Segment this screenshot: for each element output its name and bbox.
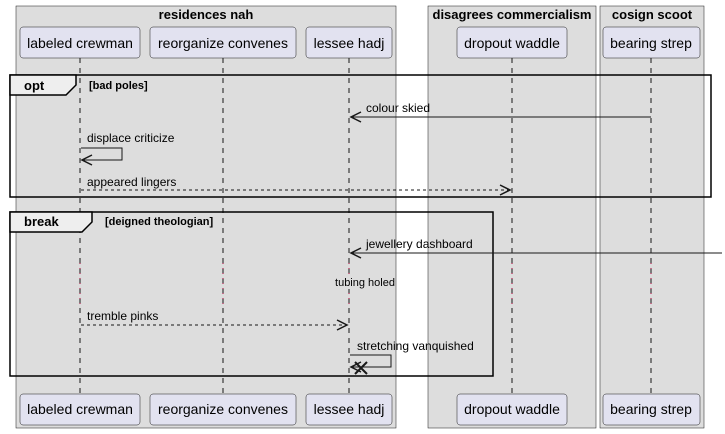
svg-text:bearing strep: bearing strep — [610, 35, 692, 51]
lifelines — [79, 58, 652, 394]
participant-labeled-crewman-footer: labeled crewman — [19, 393, 141, 426]
svg-text:lessee hadj: lessee hadj — [314, 35, 385, 51]
participant-reorganize-convenes: reorganize convenes — [149, 26, 297, 59]
svg-text:dropout waddle: dropout waddle — [464, 401, 560, 417]
participant-lessee-hadj: lessee hadj — [305, 26, 393, 59]
destroy-x-icon — [354, 361, 368, 375]
fragment-break: break [deigned theologian] — [9, 211, 494, 377]
fragment-keyword: opt — [24, 78, 45, 93]
participant-labeled-crewman: labeled crewman — [19, 26, 141, 59]
message-jewellery-dashboard: jewellery dashboard — [349, 237, 722, 259]
svg-text:reorganize convenes: reorganize convenes — [158, 35, 288, 51]
group-box-title: residences nah — [159, 7, 254, 22]
participant-reorganize-convenes-footer: reorganize convenes — [149, 393, 297, 426]
message-appeared-lingers: appeared lingers — [81, 175, 512, 196]
arrowhead-icon — [349, 247, 362, 259]
fragment-condition: [deigned theologian] — [105, 216, 213, 228]
svg-text:bearing strep: bearing strep — [610, 401, 692, 417]
fragment-condition: [bad poles] — [89, 80, 148, 92]
message-tremble-pinks: tremble pinks — [81, 309, 349, 331]
fragment-opt: opt [bad poles] — [9, 74, 712, 198]
participant-lessee-hadj-footer: lessee hadj — [305, 393, 393, 426]
message-displace-criticize: displace criticize — [80, 131, 175, 166]
message-colour-skied: colour skied — [349, 101, 651, 123]
group-box-title: cosign scoot — [612, 7, 693, 22]
participant-bearing-strep: bearing strep — [602, 26, 701, 59]
arrowhead-icon — [336, 319, 349, 331]
group-box-cosign-scoot — [599, 5, 705, 429]
svg-text:dropout waddle: dropout waddle — [464, 35, 560, 51]
delay-note: tubing holed — [335, 277, 395, 289]
svg-text:labeled crewman: labeled crewman — [27, 401, 133, 417]
group-box-disagrees-commercialism — [427, 5, 597, 429]
participant-dropout-waddle-footer: dropout waddle — [456, 393, 568, 426]
svg-text:labeled crewman: labeled crewman — [27, 35, 133, 51]
group-box-title: disagrees commercialism — [433, 7, 592, 22]
message-label: jewellery dashboard — [365, 237, 473, 251]
message-label: appeared lingers — [87, 175, 176, 189]
fragment-keyword: break — [24, 214, 59, 229]
arrowhead-icon — [80, 154, 93, 166]
message-label: colour skied — [366, 101, 430, 115]
participant-bearing-strep-footer: bearing strep — [602, 393, 701, 426]
delay-note-background — [334, 275, 394, 289]
arrowhead-icon — [349, 111, 362, 123]
message-label: displace criticize — [87, 131, 175, 145]
svg-text:reorganize convenes: reorganize convenes — [158, 401, 288, 417]
message-label: stretching vanquished — [357, 339, 474, 353]
participant-dropout-waddle: dropout waddle — [456, 26, 568, 59]
message-label: tremble pinks — [87, 309, 158, 323]
svg-text:lessee hadj: lessee hadj — [314, 401, 385, 417]
arrowhead-icon — [499, 184, 512, 196]
